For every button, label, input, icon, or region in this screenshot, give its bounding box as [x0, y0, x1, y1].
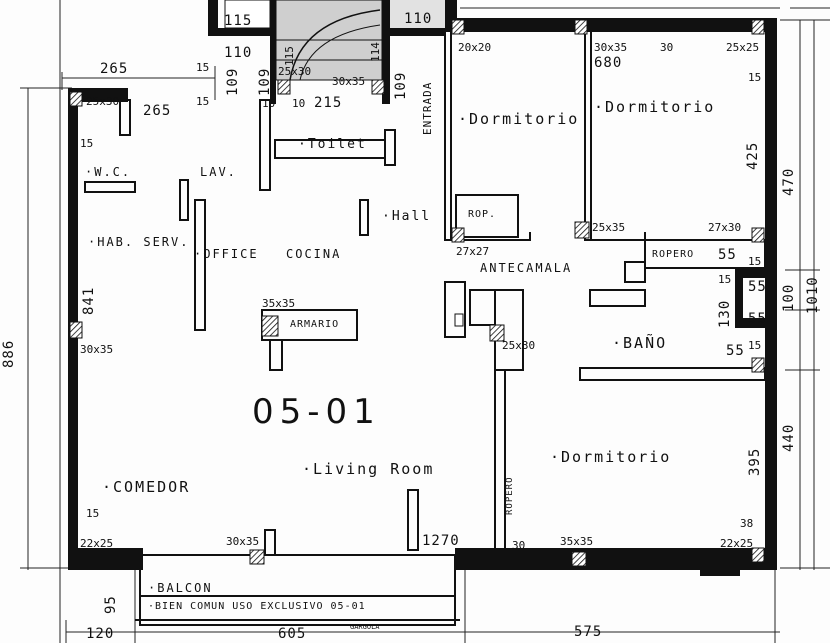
dim-15-b: 15	[196, 95, 210, 108]
col-27x27: 27x27	[456, 245, 490, 258]
dim-110-left: 110	[224, 45, 253, 61]
room-label-cocina: COCINA	[286, 247, 342, 261]
dim-215: 215	[314, 95, 343, 111]
col-25x35-mid: 25x35	[592, 221, 626, 234]
room-label-lav: LAV.	[200, 165, 237, 179]
room-label-dormitorio-2: ·Dormitorio	[594, 98, 716, 116]
dim-15-a: 15	[196, 61, 210, 74]
col-22x25-right: 22x25	[720, 537, 754, 550]
dim-10-b: 10	[262, 97, 276, 110]
room-label-armario: ARMARIO	[290, 319, 340, 330]
dim-1270: 1270	[422, 533, 460, 549]
dim-15-e: 15	[718, 273, 732, 286]
dimension-lines	[20, 0, 830, 643]
col-25x30-left: 25x30	[86, 95, 120, 108]
col-25x25-top-right: 25x25	[726, 41, 760, 54]
dim-55-c: 55	[748, 311, 767, 327]
dim-886: 886	[1, 339, 17, 368]
dim-575: 575	[574, 624, 603, 640]
dim-109-b: 109	[257, 67, 273, 96]
col-30x35-top: 30x35	[594, 41, 628, 54]
dim-395: 395	[747, 447, 763, 476]
dim-680: 680	[594, 55, 623, 71]
dim-30: 30	[660, 41, 674, 54]
dim-15-left: 15	[80, 137, 94, 150]
dim-30-b: 30	[512, 539, 526, 552]
dim-95: 95	[103, 595, 119, 614]
dim-841: 841	[81, 286, 97, 315]
dim-425: 425	[745, 141, 761, 170]
col-22x25-left: 22x25	[80, 537, 114, 550]
room-label-living-room: ·Living Room	[302, 460, 435, 478]
structural-columns	[69, 19, 765, 567]
dim-130: 130	[717, 299, 733, 328]
col-30x35-bottom: 30x35	[226, 535, 260, 548]
dim-100: 100	[781, 283, 797, 312]
dim-265-mid: 265	[143, 103, 172, 119]
dim-470: 470	[781, 167, 797, 196]
room-label-dormitorio-1: ·Dormitorio	[458, 110, 580, 128]
dim-1010: 1010	[805, 276, 821, 314]
dim-38: 38	[740, 517, 754, 530]
dim-115: 115	[224, 13, 253, 29]
stair-area	[224, 0, 445, 81]
room-label-wc: ·W.C.	[85, 165, 132, 179]
room-label-antecamara: ANTECAMALA	[480, 261, 573, 275]
col-25x30-mid: 25x30	[502, 339, 536, 352]
dim-15-g: 15	[86, 507, 100, 520]
room-label-ropero-vertical: ROPERO	[505, 476, 515, 515]
col-27x30: 27x30	[708, 221, 742, 234]
col-30x35-stair: 30x35	[332, 75, 366, 88]
dim-120: 120	[86, 626, 115, 642]
room-label-comedor: ·COMEDOR	[102, 478, 191, 496]
room-label-bien-comun: ·BIEN COMUN USO EXCLUSIVO 05-01	[148, 601, 366, 612]
dim-15-c: 15	[748, 71, 762, 84]
unit-number: 05-01	[252, 392, 381, 432]
room-label-toilet: ·Toilet	[298, 137, 367, 152]
dim-265-top: 265	[100, 61, 129, 77]
room-label-entrada: ENTRADA	[421, 81, 434, 135]
gargola-label: GARGOLA	[350, 623, 380, 631]
room-label-balcon: ·BALCON	[148, 581, 213, 595]
dim-55-b: 55	[748, 279, 767, 295]
dim-605: 605	[278, 626, 307, 642]
room-label-ropero: ROPERO	[652, 249, 695, 260]
room-label-rop: ROP.	[468, 209, 497, 220]
col-30x35-left: 30x35	[80, 343, 114, 356]
dim-109-a: 109	[225, 67, 241, 96]
dim-110-top: 110	[404, 11, 433, 27]
room-label-hab-serv: ·HAB. SERV.	[88, 235, 190, 249]
dim-15-d: 15	[748, 255, 762, 268]
dim-440: 440	[781, 423, 797, 452]
col-25x30-stair: 25x30	[278, 65, 312, 78]
room-label-office: ·OFFICE	[194, 247, 259, 261]
dim-55-a: 55	[718, 247, 737, 263]
dim-115-vertical: 115	[283, 46, 296, 66]
dim-109-vertical: 109	[393, 71, 409, 100]
dim-55-d: 55	[726, 343, 745, 359]
col-35x35: 35x35	[262, 297, 296, 310]
room-label-bano: ·BAÑO	[612, 334, 668, 352]
dim-114-vertical: 114	[369, 42, 382, 62]
room-label-hall: ·Hall	[382, 209, 432, 224]
col-20x20: 20x20	[458, 41, 492, 54]
room-label-dormitorio-3: ·Dormitorio	[550, 448, 672, 466]
interior-walls	[84, 29, 766, 626]
dim-15-f: 15	[748, 339, 762, 352]
col-35x35-bottom: 35x35	[560, 535, 594, 548]
dim-10-a: 10	[292, 97, 306, 110]
